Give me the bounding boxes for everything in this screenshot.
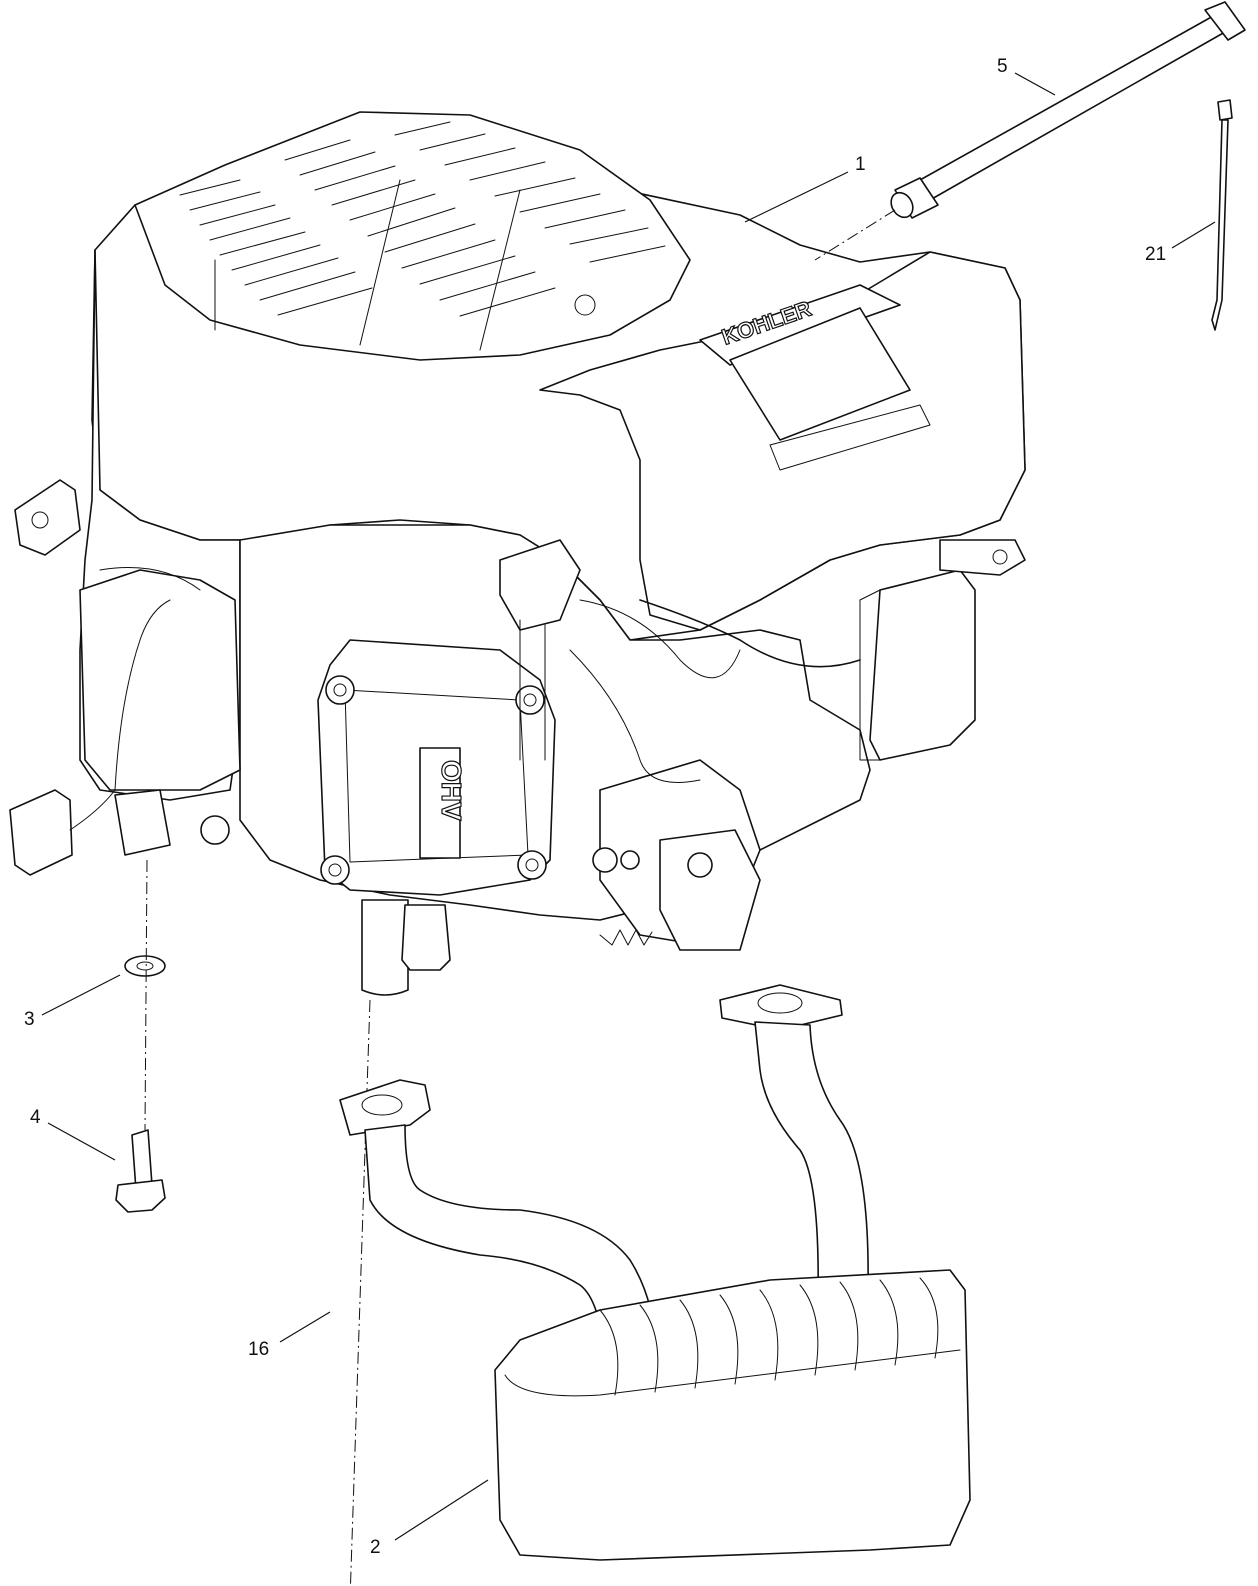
callout-1: 1	[855, 154, 866, 175]
callout-4: 4	[30, 1107, 41, 1128]
muffler-ribs	[599, 1277, 939, 1396]
callout-3: 3	[24, 1009, 35, 1030]
ohv-logo: OHV	[436, 760, 467, 821]
callout-21: 21	[1145, 244, 1166, 265]
ohv-logo-plate	[419, 747, 461, 859]
alignment-line-bolt	[144, 859, 148, 1131]
leader-3	[41, 974, 121, 1016]
callout-5: 5	[997, 56, 1008, 77]
leader-16	[279, 1311, 331, 1343]
washer-part-3	[124, 955, 166, 977]
muffler-part-2	[339, 984, 971, 1561]
callout-16: 16	[248, 1339, 269, 1360]
leader-5	[1014, 72, 1056, 96]
bolt-part-4	[115, 1129, 166, 1213]
tube-part-5	[814, 1, 1246, 261]
engine-assembly: KOHLER OHV	[9, 111, 1026, 996]
leader-1	[744, 171, 849, 223]
screen-slots	[179, 121, 666, 351]
callout-2: 2	[370, 1537, 381, 1558]
leader-21	[1171, 221, 1216, 249]
alignment-line-nut	[349, 999, 371, 1586]
leader-2	[394, 1479, 489, 1541]
cable-tie-part-21	[1211, 99, 1233, 331]
callouts: 1 2 3 4 5 16 21	[24, 56, 1216, 1558]
leader-4	[47, 1122, 116, 1161]
